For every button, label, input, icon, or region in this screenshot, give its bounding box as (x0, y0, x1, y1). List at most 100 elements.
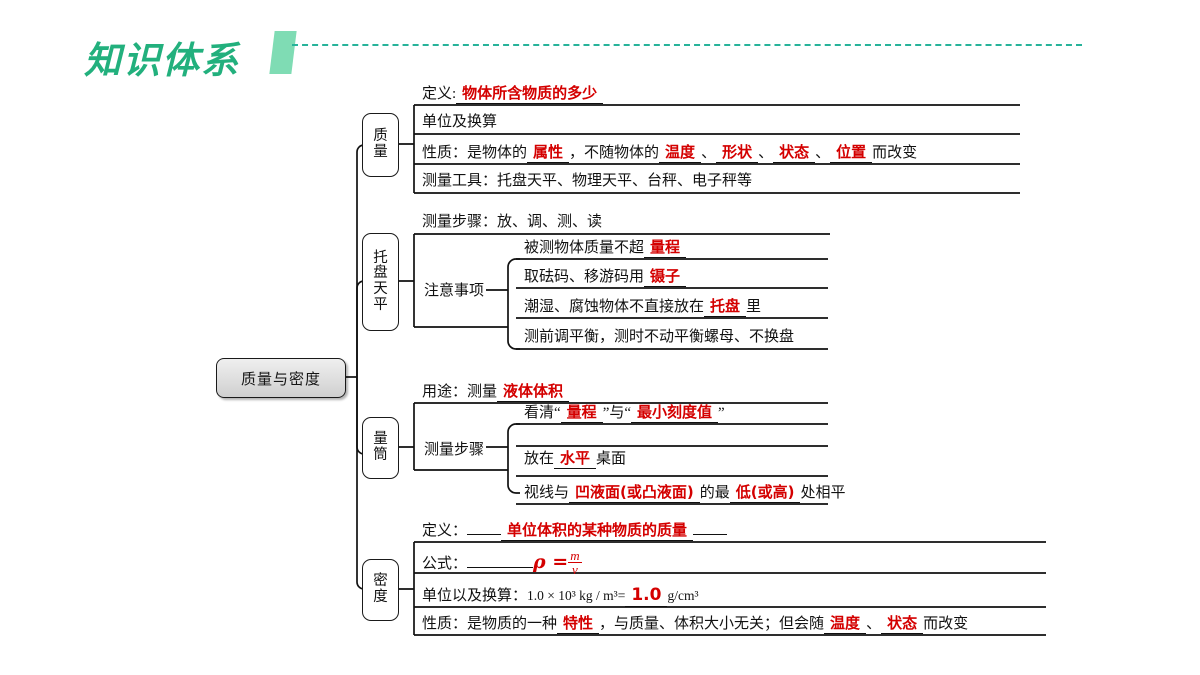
row-balance-note-1-lead: 被测物体质量不超 (524, 240, 645, 256)
page-title: 知识体系 (84, 39, 240, 82)
row-cylinder-step-2: 放在水平桌面 (524, 447, 626, 469)
row-mass-definition: 定义:物体所含物质的多少 (422, 82, 604, 104)
row-density-unit-answer: 1.0 (625, 585, 668, 607)
row-density-property-tail: 而改变 (923, 616, 969, 632)
row-mass-unit: 单位及换算 (422, 111, 497, 133)
root-node-label: 质量与密度 (240, 371, 321, 388)
row-mass-unit-lead: 单位及换算 (422, 114, 498, 130)
row-density-formula-symbol: ρ = (533, 551, 569, 574)
branch-node-balance-char-3: 天 (373, 281, 388, 297)
row-density-definition-answer: 单位体积的某种物质的质量 (501, 521, 694, 541)
row-mass-property-tail: 而改变 (872, 145, 918, 161)
title-dashed-rule (292, 44, 1082, 46)
row-cylinder-step-3-answer-2: 低(或高) (729, 483, 801, 503)
row-mass-tools-lead: 测量工具：托盘天平、物理天平、台秤、电子秤等 (422, 173, 753, 189)
row-density-property-sep-1: 、 (866, 616, 882, 632)
branch-node-balance-char-2: 盘 (373, 265, 388, 282)
row-mass-property-lead: 性质：是物体的 (422, 145, 528, 161)
row-balance-note-1: 被测物体质量不超量程 (524, 236, 687, 258)
row-mass-property-answer-position: 位置 (830, 143, 873, 163)
row-cylinder-use: 用途：测量液体体积 (422, 380, 570, 402)
row-cylinder-step-2-tail: 桌面 (596, 451, 627, 467)
row-mass-definition-answer: 物体所含物质的多少 (456, 84, 604, 104)
branch-node-density[interactable]: 密 度 (362, 559, 399, 621)
row-balance-note-3-tail: 里 (746, 299, 762, 315)
row-density-unit-tail: g/cm³ (667, 588, 699, 603)
row-density-formula-lead: 公式： (422, 556, 468, 573)
row-mass-property: 性质：是物体的属性，不随物体的温度、形状、状态、位置而改变 (422, 141, 917, 163)
row-density-property-answer-state: 状态 (881, 614, 924, 634)
sublabel-balance-notes-text: 注意事项 (424, 283, 485, 299)
row-balance-note-3: 潮湿、腐蚀物体不直接放在托盘里 (524, 295, 761, 317)
row-balance-steps-lead: 测量步骤：放、调、测、读 (422, 214, 603, 230)
root-node[interactable]: 质量与密度 (216, 358, 346, 398)
row-cylinder-step-3-lead: 视线与 (524, 485, 570, 501)
row-cylinder-step-1-answer: 量程 (560, 403, 603, 423)
row-density-definition-blank (467, 534, 502, 535)
row-cylinder-step-1: 看清“量程”与“最小刻度值” (524, 401, 725, 423)
branch-node-balance-char-4: 平 (373, 296, 388, 313)
row-mass-property-sep-3: 、 (815, 145, 831, 161)
row-mass-property-mid: ，不随物体的 (569, 145, 660, 161)
row-balance-note-1-answer: 量程 (644, 238, 687, 258)
branch-node-cylinder[interactable]: 量 筒 (362, 417, 399, 479)
branch-node-density-char-2: 度 (373, 589, 388, 605)
branch-node-balance-char-1: 托 (373, 249, 388, 266)
row-balance-note-2-answer: 镊子 (644, 267, 687, 287)
row-density-property-mid: ，与质量、体积大小无关；但会随 (599, 616, 825, 632)
sublabel-balance-notes: 注意事项 (424, 279, 484, 300)
row-cylinder-step-2-lead: 放在 (524, 451, 555, 467)
row-mass-property-answer-shape: 形状 (716, 143, 759, 163)
sublabel-cylinder-steps: 测量步骤 (424, 438, 484, 459)
row-balance-note-3-lead: 潮湿、腐蚀物体不直接放在 (524, 299, 705, 315)
row-cylinder-use-answer: 液体体积 (497, 382, 570, 402)
row-density-definition: 定义： 单位体积的某种物质的质量 (422, 519, 728, 541)
row-cylinder-use-lead: 用途：测量 (422, 384, 498, 400)
row-density-definition-blank-2 (693, 534, 728, 535)
branch-node-cylinder-char-1: 量 (373, 431, 388, 448)
branch-node-balance[interactable]: 托 盘 天 平 (362, 233, 399, 331)
row-cylinder-step-3-answer: 凹液面(或凸液面) (569, 483, 700, 503)
row-mass-property-sep-2: 、 (758, 145, 774, 161)
row-cylinder-step-1-lead: 看清“ (524, 405, 561, 421)
row-cylinder-step-1-tail: ” (718, 405, 725, 421)
row-density-property-answer-temperature: 温度 (824, 614, 867, 634)
row-balance-note-4: 测前调平衡，测时不动平衡螺母、不换盘 (524, 326, 794, 348)
row-mass-definition-lead: 定义: (422, 86, 457, 102)
row-mass-property-answer: 属性 (527, 143, 570, 163)
row-mass-property-sep-1: 、 (701, 145, 717, 161)
row-density-property: 性质：是物质的一种特性，与质量、体积大小无关；但会随温度、状态而改变 (422, 612, 968, 634)
row-density-property-answer: 特性 (557, 614, 600, 634)
branch-node-mass-char-1: 质 (373, 128, 388, 145)
sublabel-cylinder-steps-text: 测量步骤 (424, 442, 485, 458)
branch-node-cylinder-char-2: 筒 (373, 447, 388, 463)
row-cylinder-step-2-answer: 水平 (554, 449, 597, 469)
row-density-unit-expression: 1.0 × 10³ kg / m³= (527, 588, 626, 603)
page-header: 知识体系 (0, 0, 1200, 100)
row-balance-note-3-answer: 托盘 (704, 297, 747, 317)
row-density-property-lead: 性质：是物质的一种 (422, 616, 558, 632)
row-density-formula-denominator: v (571, 562, 578, 577)
row-density-definition-lead: 定义： (422, 523, 468, 539)
row-cylinder-step-3: 视线与凹液面(或凸液面)的最低(或高)处相平 (524, 481, 845, 503)
row-cylinder-step-1-answer-2: 最小刻度值 (631, 403, 719, 423)
row-density-formula-blank (467, 567, 534, 569)
row-density-unit-lead: 单位以及换算： (422, 588, 528, 604)
row-cylinder-step-1-mid: ”与“ (602, 405, 632, 421)
row-cylinder-step-3-mid: 的最 (699, 485, 730, 501)
row-mass-tools: 测量工具：托盘天平、物理天平、台秤、电子秤等 (422, 170, 752, 192)
branch-node-mass[interactable]: 质 量 (362, 113, 399, 177)
branch-node-density-char-1: 密 (373, 573, 388, 590)
row-mass-property-answer-state: 状态 (773, 143, 816, 163)
row-mass-property-answer-temperature: 温度 (659, 143, 702, 163)
row-density-formula-numerator: m (568, 548, 582, 563)
row-balance-note-2-lead: 取砝码、移游码用 (524, 269, 645, 285)
row-balance-note-2: 取砝码、移游码用镊子 (524, 265, 687, 287)
branch-node-mass-char-2: 量 (373, 144, 388, 160)
row-cylinder-step-3-tail: 处相平 (800, 485, 846, 501)
row-balance-steps: 测量步骤：放、调、测、读 (422, 211, 602, 233)
